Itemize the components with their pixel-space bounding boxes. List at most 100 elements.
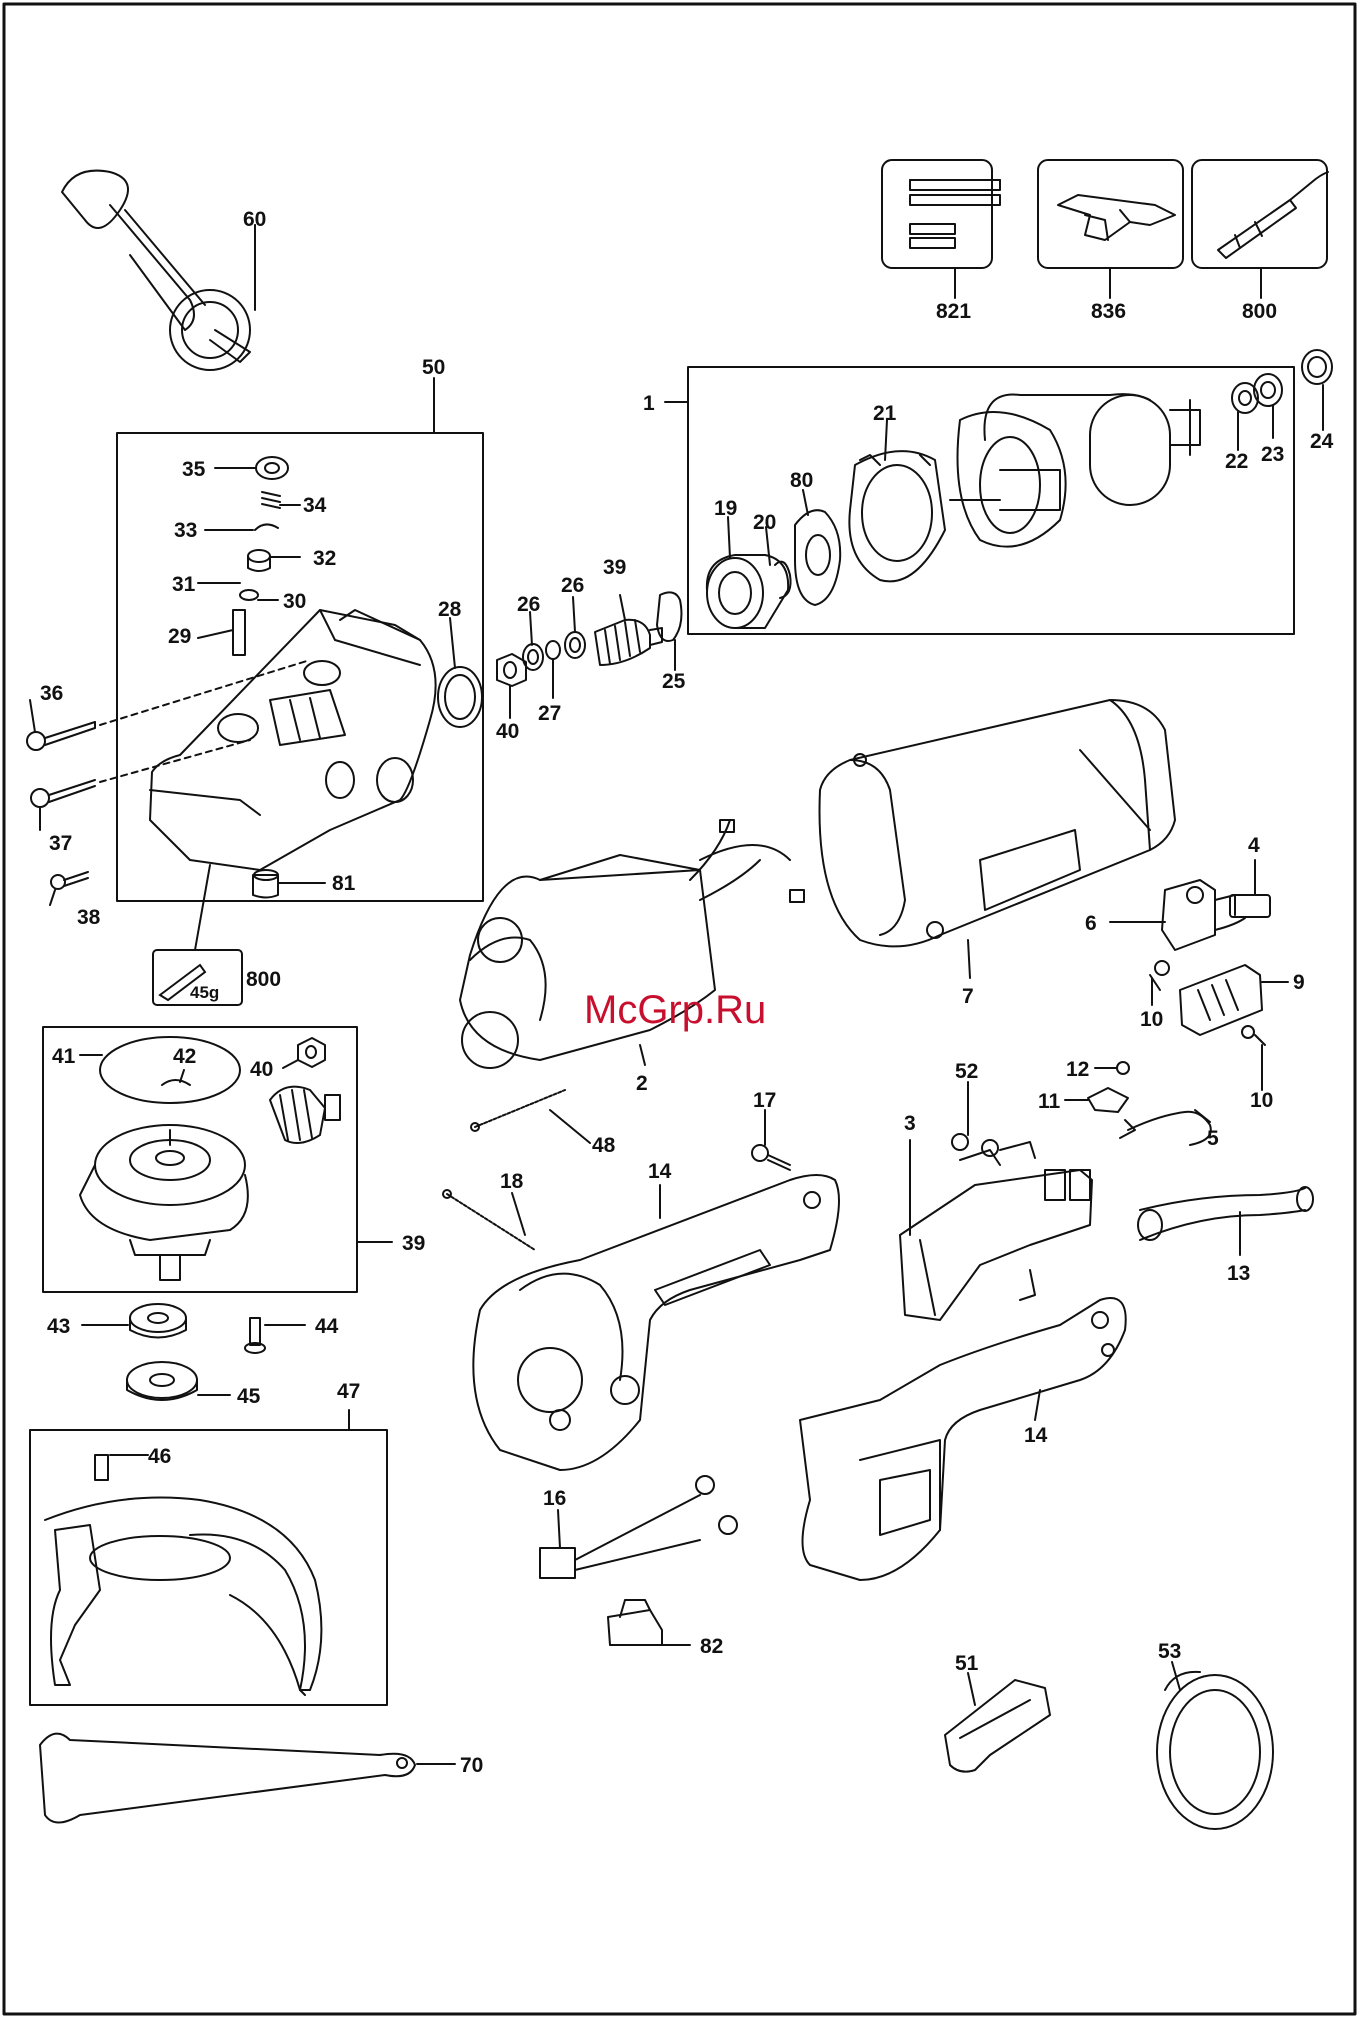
label-22: 22 (1225, 450, 1248, 473)
screw-46-icon (95, 1455, 108, 1480)
leader-21 (885, 420, 887, 460)
label-39-box: 39 (402, 1232, 425, 1255)
baffle-icon (849, 451, 945, 581)
label-47: 47 (337, 1380, 360, 1403)
clamp-11-icon (1088, 1088, 1128, 1112)
leader-29 (198, 630, 233, 638)
leader-40b (283, 1060, 298, 1068)
leader-7 (968, 940, 970, 978)
label-38: 38 (77, 906, 101, 929)
label-31: 31 (172, 573, 196, 596)
label-41: 41 (52, 1045, 76, 1068)
label-40-mid: 40 (250, 1058, 273, 1081)
leader-28 (450, 618, 455, 668)
circlip-33-icon (255, 524, 278, 530)
label-sheet-icon (908, 175, 1000, 265)
gearcase-icon (150, 610, 436, 870)
leader-38 (50, 890, 55, 905)
label-20: 20 (753, 511, 776, 534)
motor-housing-icon (820, 700, 1176, 946)
armature-icon (950, 394, 1200, 546)
nut-40b-icon (298, 1038, 325, 1067)
leader-2 (640, 1045, 645, 1065)
leader-39-pinion (620, 595, 625, 620)
label-13: 13 (1227, 1262, 1250, 1285)
label-800-top: 800 (1242, 300, 1277, 323)
label-81: 81 (332, 872, 356, 895)
handle-half-14b-icon (800, 1298, 1126, 1580)
washer-80-icon (795, 510, 840, 605)
washer-26b-icon (565, 632, 585, 658)
nut-40-icon (497, 654, 526, 686)
label-52: 52 (955, 1060, 978, 1083)
label-10a: 10 (1140, 1008, 1163, 1031)
grease-kit-badge: 45g (160, 965, 219, 1002)
washer-25-icon (657, 592, 681, 641)
leader-18 (512, 1193, 525, 1235)
label-34: 34 (303, 494, 327, 517)
label-40-top: 40 (496, 720, 519, 743)
leader-36 (30, 700, 35, 732)
side-handle-icon (62, 171, 255, 370)
label-6: 6 (1085, 912, 1097, 935)
label-33: 33 (174, 519, 197, 542)
screw-10b-icon (1242, 1026, 1265, 1045)
label-42: 42 (173, 1045, 196, 1068)
washer-26a-icon (523, 644, 543, 670)
label-24: 24 (1310, 430, 1334, 453)
nameplate-51-icon (945, 1680, 1050, 1772)
label-800-kit: 800 (246, 968, 281, 991)
label-3: 3 (904, 1112, 916, 1135)
washer-27-icon (546, 641, 560, 659)
label-9: 9 (1293, 971, 1305, 994)
oring-41-icon (100, 1037, 240, 1103)
label-60: 60 (243, 208, 266, 231)
brush-4-icon (1215, 895, 1270, 930)
label-27: 27 (538, 702, 561, 725)
leader-19 (728, 517, 730, 558)
flange-43-icon (130, 1304, 186, 1338)
dashed-37 (100, 740, 250, 782)
brushes-16-icon (540, 1476, 737, 1578)
label-23: 23 (1261, 443, 1284, 466)
label-48: 48 (592, 1134, 616, 1157)
label-39-top: 39 (603, 556, 626, 579)
screw-12-icon (1117, 1062, 1129, 1074)
label-82: 82 (700, 1635, 723, 1658)
spring-34-icon (262, 492, 280, 508)
label-21: 21 (873, 402, 897, 425)
watermark: McGrp.Ru (584, 988, 766, 1032)
guard-47-icon (45, 1498, 321, 1696)
ring-24-icon (1302, 350, 1332, 384)
label-11: 11 (1038, 1090, 1061, 1113)
label-14-top: 14 (648, 1160, 672, 1183)
seal-28-icon (438, 667, 482, 727)
label-36: 36 (40, 682, 63, 705)
label-821: 821 (936, 300, 971, 323)
leader-16 (558, 1510, 560, 1548)
label-53: 53 (1158, 1640, 1181, 1663)
label-50: 50 (422, 356, 445, 379)
leader-26b (573, 597, 575, 632)
label-80: 80 (790, 469, 813, 492)
label-25: 25 (662, 670, 686, 693)
label-26a: 26 (517, 593, 540, 616)
label-45: 45 (237, 1385, 261, 1408)
pinion-39-icon (595, 620, 662, 665)
label-46: 46 (148, 1445, 171, 1468)
screw-44-icon (245, 1318, 265, 1353)
pinion-39b-icon (270, 1087, 340, 1143)
label-12: 12 (1066, 1058, 1089, 1081)
label-32: 32 (313, 547, 336, 570)
clip-icon (1058, 195, 1175, 240)
box-821 (882, 160, 992, 268)
leader-5 (1195, 1110, 1210, 1122)
label-30: 30 (283, 590, 306, 613)
circlip-42-icon (162, 1080, 190, 1085)
strain-relief-13-icon (1138, 1187, 1313, 1240)
handle-half-14a-icon (473, 1175, 839, 1470)
label-29: 29 (168, 625, 191, 648)
label-43: 43 (47, 1315, 70, 1338)
label-18: 18 (500, 1170, 524, 1193)
box-47-guard (30, 1430, 387, 1705)
